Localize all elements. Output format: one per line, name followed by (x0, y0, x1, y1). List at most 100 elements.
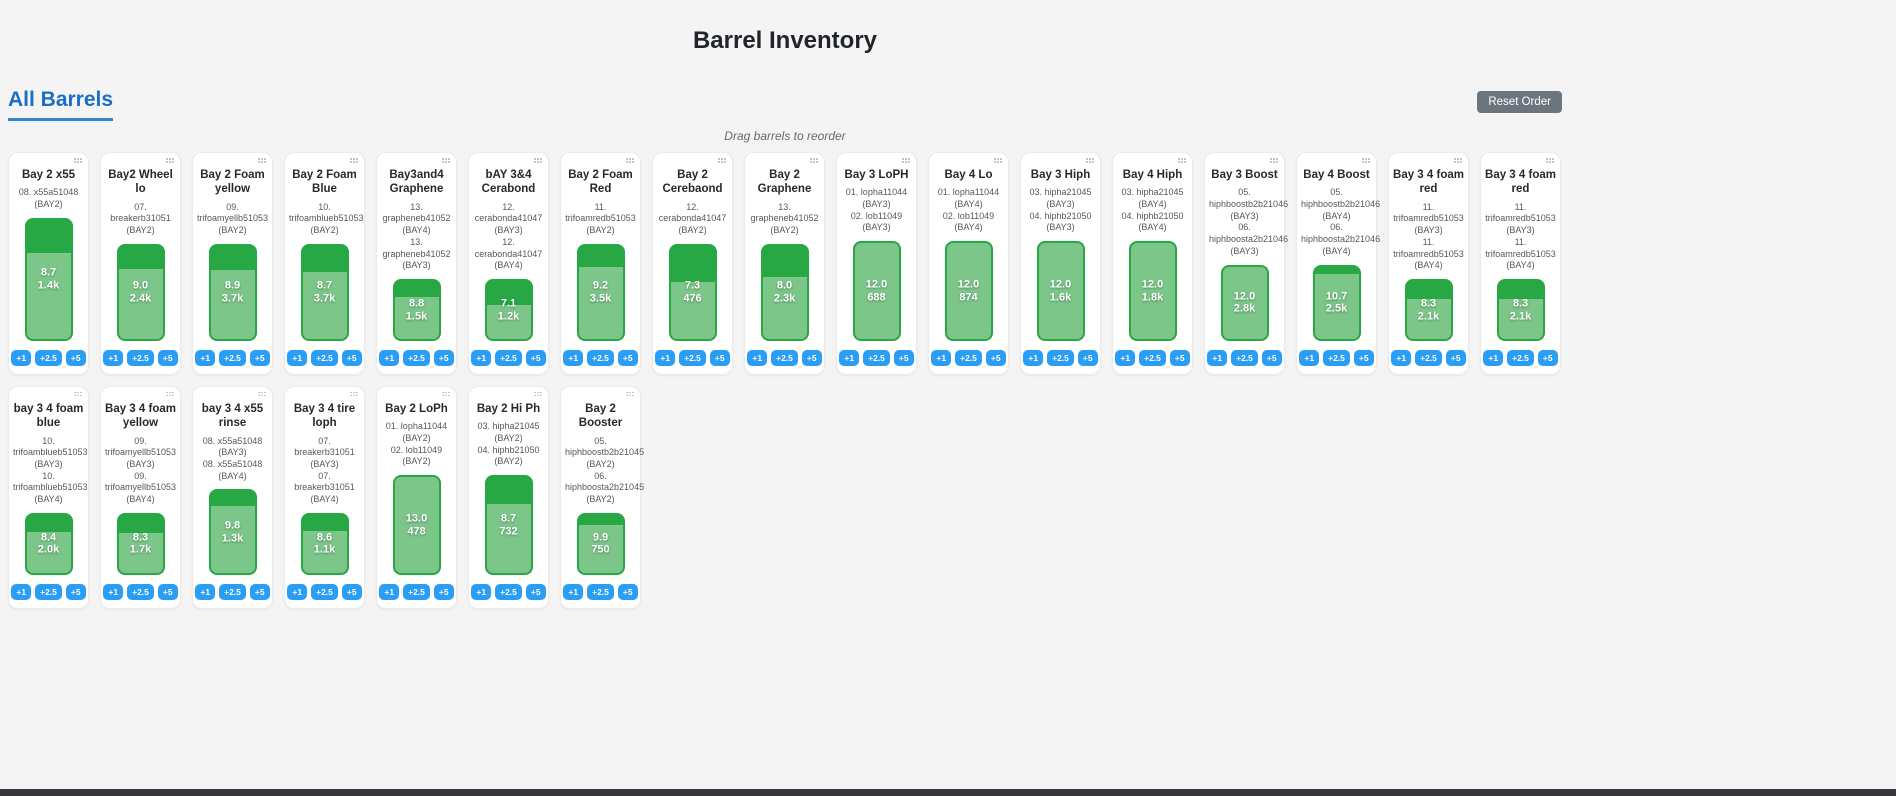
drag-handle-icon[interactable] (626, 391, 634, 397)
increment-button-plus5[interactable]: +5 (433, 349, 454, 366)
barrel-card[interactable]: Bay 2 Cerebaond 12. cerabonda41047 (BAY2… (652, 152, 733, 375)
increment-button-plus1[interactable]: +1 (931, 349, 952, 366)
increment-button-plus1[interactable]: +1 (195, 349, 216, 366)
increment-button-plus5[interactable]: +5 (1261, 349, 1282, 366)
increment-button-plus2.5[interactable]: +2.5 (1507, 349, 1534, 366)
increment-button-plus1[interactable]: +1 (287, 583, 308, 600)
increment-button-plus1[interactable]: +1 (655, 349, 676, 366)
drag-handle-icon[interactable] (1270, 158, 1278, 163)
barrel-card[interactable]: bay 3 4 x55 rinse 08. x55a51048 (BAY3)08… (192, 385, 273, 609)
barrel-card[interactable]: Bay 2 Foam Blue 10. trifoamblueb51053 (B… (284, 152, 365, 375)
increment-button-plus5[interactable]: +5 (249, 583, 270, 600)
increment-button-plus5[interactable]: +5 (1537, 349, 1558, 366)
barrel-card[interactable]: bay 3 4 foam blue 10. trifoamblueb51053 … (8, 385, 89, 609)
drag-handle-icon[interactable] (902, 158, 910, 163)
increment-button-plus2.5[interactable]: +2.5 (311, 349, 338, 366)
increment-button-plus2.5[interactable]: +2.5 (403, 349, 430, 366)
increment-button-plus1[interactable]: +1 (103, 349, 124, 366)
increment-button-plus5[interactable]: +5 (801, 349, 822, 366)
increment-button-plus2.5[interactable]: +2.5 (1047, 349, 1074, 366)
increment-button-plus2.5[interactable]: +2.5 (771, 349, 798, 366)
increment-button-plus1[interactable]: +1 (563, 583, 584, 600)
reset-order-button[interactable]: Reset Order (1477, 91, 1562, 113)
increment-button-plus2.5[interactable]: +2.5 (1231, 349, 1258, 366)
increment-button-plus5[interactable]: +5 (525, 583, 546, 600)
drag-handle-icon[interactable] (626, 158, 634, 163)
increment-button-plus5[interactable]: +5 (1353, 349, 1374, 366)
horizontal-scrollbar[interactable] (0, 789, 1896, 796)
increment-button-plus1[interactable]: +1 (471, 349, 492, 366)
increment-button-plus1[interactable]: +1 (11, 349, 32, 366)
barrel-card[interactable]: Bay 2 LoPh 01. lopha11044 (BAY2)02. lob1… (376, 385, 457, 609)
increment-button-plus2.5[interactable]: +2.5 (219, 349, 246, 366)
drag-handle-icon[interactable] (810, 158, 818, 163)
drag-handle-icon[interactable] (442, 158, 450, 163)
increment-button-plus1[interactable]: +1 (287, 349, 308, 366)
increment-button-plus5[interactable]: +5 (525, 349, 546, 366)
drag-handle-icon[interactable] (994, 158, 1002, 163)
increment-button-plus2.5[interactable]: +2.5 (495, 583, 522, 600)
increment-button-plus5[interactable]: +5 (157, 349, 178, 366)
increment-button-plus1[interactable]: +1 (11, 583, 32, 600)
barrel-card[interactable]: Bay 2 Booster 05. hiphboostb2b21045 (BAY… (560, 385, 644, 609)
drag-handle-icon[interactable] (74, 391, 82, 397)
increment-button-plus5[interactable]: +5 (65, 349, 86, 366)
increment-button-plus1[interactable]: +1 (103, 583, 124, 600)
increment-button-plus2.5[interactable]: +2.5 (955, 349, 982, 366)
increment-button-plus2.5[interactable]: +2.5 (1139, 349, 1166, 366)
drag-handle-icon[interactable] (1086, 158, 1094, 163)
barrel-card[interactable]: Bay 3 LoPH 01. lopha11044 (BAY3)02. lob1… (836, 152, 917, 375)
increment-button-plus2.5[interactable]: +2.5 (219, 583, 246, 600)
increment-button-plus5[interactable]: +5 (433, 583, 454, 600)
increment-button-plus5[interactable]: +5 (617, 349, 638, 366)
drag-handle-icon[interactable] (350, 158, 358, 163)
increment-button-plus1[interactable]: +1 (1299, 349, 1320, 366)
increment-button-plus5[interactable]: +5 (893, 349, 914, 366)
increment-button-plus2.5[interactable]: +2.5 (35, 349, 62, 366)
drag-handle-icon[interactable] (534, 391, 542, 397)
barrel-card[interactable]: Bay 2 Foam yellow 09. trifoamyellb51053 … (192, 152, 273, 375)
drag-handle-icon[interactable] (1362, 158, 1370, 163)
increment-button-plus2.5[interactable]: +2.5 (311, 583, 338, 600)
increment-button-plus1[interactable]: +1 (1023, 349, 1044, 366)
barrel-card[interactable]: Bay 3 4 foam red 11. trifoamredb51053 (B… (1388, 152, 1469, 375)
increment-button-plus2.5[interactable]: +2.5 (127, 349, 154, 366)
drag-handle-icon[interactable] (1454, 158, 1462, 163)
increment-button-plus5[interactable]: +5 (157, 583, 178, 600)
increment-button-plus2.5[interactable]: +2.5 (587, 349, 614, 366)
barrel-card[interactable]: Bay 2 Hi Ph 03. hipha21045 (BAY2)04. hip… (468, 385, 549, 609)
increment-button-plus1[interactable]: +1 (379, 349, 400, 366)
increment-button-plus5[interactable]: +5 (249, 349, 270, 366)
drag-handle-icon[interactable] (74, 158, 82, 163)
increment-button-plus1[interactable]: +1 (379, 583, 400, 600)
increment-button-plus5[interactable]: +5 (985, 349, 1006, 366)
drag-handle-icon[interactable] (718, 158, 726, 163)
increment-button-plus5[interactable]: +5 (1077, 349, 1098, 366)
barrel-card[interactable]: Bay 3 4 foam yellow 09. trifoamyellb5105… (100, 385, 181, 609)
increment-button-plus5[interactable]: +5 (341, 583, 362, 600)
increment-button-plus1[interactable]: +1 (195, 583, 216, 600)
increment-button-plus5[interactable]: +5 (65, 583, 86, 600)
increment-button-plus5[interactable]: +5 (341, 349, 362, 366)
increment-button-plus2.5[interactable]: +2.5 (1415, 349, 1442, 366)
increment-button-plus1[interactable]: +1 (1391, 349, 1412, 366)
barrel-card[interactable]: Bay 4 Hiph 03. hipha21045 (BAY4)04. hiph… (1112, 152, 1193, 375)
barrel-card[interactable]: Bay2 Wheel lo 07. breakerb31051 (BAY2) 9… (100, 152, 181, 375)
drag-handle-icon[interactable] (258, 158, 266, 163)
barrel-card[interactable]: Bay 3 Hiph 03. hipha21045 (BAY3)04. hiph… (1020, 152, 1101, 375)
increment-button-plus1[interactable]: +1 (1483, 349, 1504, 366)
barrel-card[interactable]: Bay 4 Lo 01. lopha11044 (BAY4)02. lob110… (928, 152, 1009, 375)
increment-button-plus1[interactable]: +1 (747, 349, 768, 366)
barrel-card[interactable]: Bay 3 4 tire loph 07. breakerb31051 (BAY… (284, 385, 365, 609)
drag-handle-icon[interactable] (442, 391, 450, 397)
tab-all-barrels[interactable]: All Barrels (8, 88, 114, 121)
barrel-card[interactable]: Bay3and4 Graphene 13. grapheneb41052 (BA… (376, 152, 457, 375)
barrel-card[interactable]: Bay 2 x55 08. x55a51048 (BAY2) 8.7 1.4k … (8, 152, 89, 375)
increment-button-plus1[interactable]: +1 (471, 583, 492, 600)
increment-button-plus2.5[interactable]: +2.5 (863, 349, 890, 366)
drag-handle-icon[interactable] (534, 158, 542, 163)
increment-button-plus2.5[interactable]: +2.5 (587, 583, 614, 600)
increment-button-plus5[interactable]: +5 (1169, 349, 1190, 366)
barrel-card[interactable]: bAY 3&4 Cerabond 12. cerabonda41047 (BAY… (468, 152, 549, 375)
barrel-card[interactable]: Bay 2 Graphene 13. grapheneb41052 (BAY2)… (744, 152, 825, 375)
